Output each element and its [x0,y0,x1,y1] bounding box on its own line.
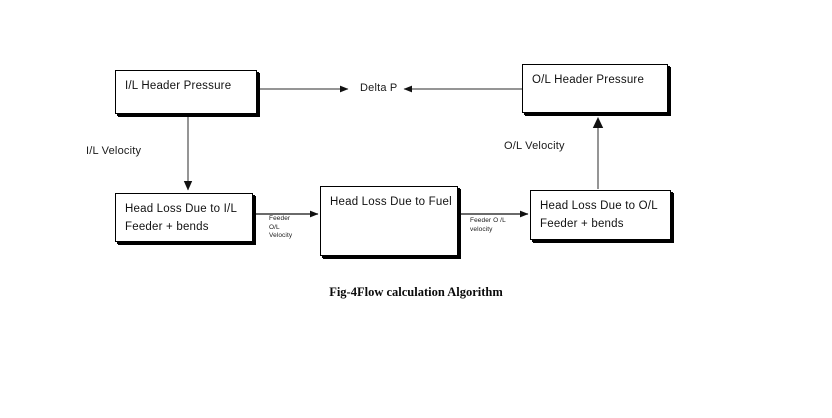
edge-label-ol-velocity: O/L Velocity [504,140,565,152]
edge-label-delta-p: Delta P [360,82,398,94]
node-head-loss-il-feeder-label: Head Loss Due to I/L Feeder + bends [125,203,238,233]
node-head-loss-ol-feeder-label: Head Loss Due to O/L Feeder + bends [540,200,658,230]
node-head-loss-fuel[interactable]: Head Loss Due to Fuel [320,186,458,256]
edge-label-feeder-ol-velocity-right: Feeder O /L velocity [470,217,506,233]
node-il-header-pressure-label: I/L Header Pressure [125,80,232,92]
node-il-header-pressure[interactable]: I/L Header Pressure [115,70,257,114]
edge-label-il-velocity: I/L Velocity [86,145,142,157]
node-ol-header-pressure-label: O/L Header Pressure [532,74,645,86]
figure-caption: Fig-4Flow calculation Algorithm [329,285,503,299]
node-head-loss-fuel-label: Head Loss Due to Fuel [330,196,452,208]
node-ol-header-pressure[interactable]: O/L Header Pressure [522,64,668,113]
edge-label-feeder-ol-velocity-left: Feeder O/L Velocity [269,215,293,239]
node-head-loss-il-feeder[interactable]: Head Loss Due to I/L Feeder + bends [115,193,253,242]
node-head-loss-ol-feeder[interactable]: Head Loss Due to O/L Feeder + bends [530,190,671,240]
